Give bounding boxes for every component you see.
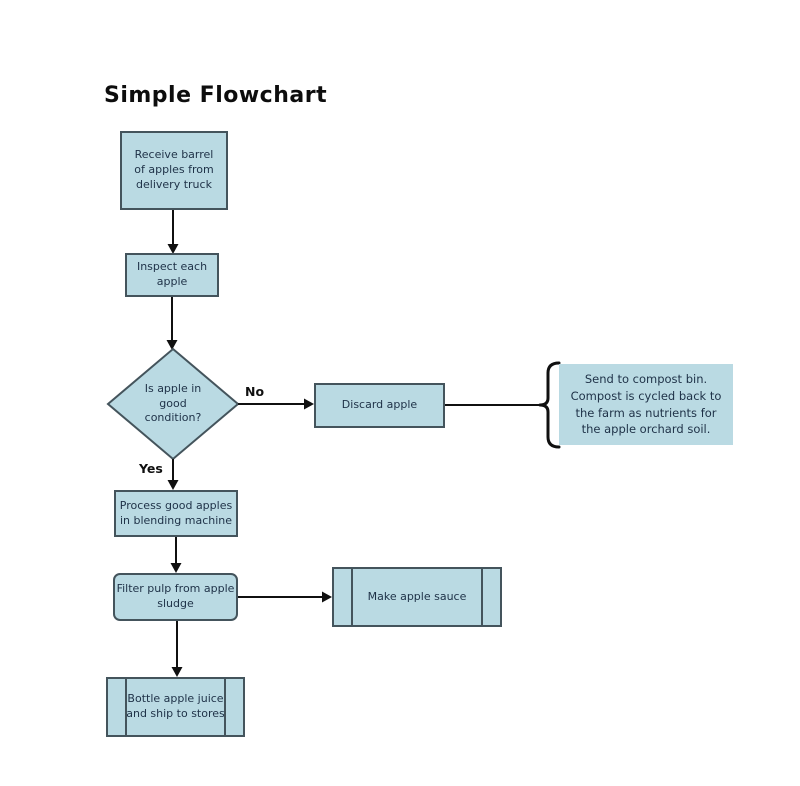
node-label: Receive barrel of apples from delivery t…: [134, 148, 214, 191]
node-make-apple-sauce: Make apple sauce: [332, 567, 502, 627]
node-filter-pulp: Filter pulp from apple sludge: [113, 573, 238, 621]
node-label: Process good apples in blending machine: [119, 498, 233, 527]
node-label: Bottle apple juice and ship to stores: [126, 692, 225, 720]
callout-compost-note: Send to compost bin. Compost is cycled b…: [559, 364, 733, 445]
node-label: Inspect each apple: [136, 260, 208, 288]
node-bottle-juice: Bottle apple juice and ship to stores: [106, 677, 245, 737]
node-label: Make apple sauce: [367, 589, 467, 603]
predefined-bar-left: [125, 679, 127, 735]
node-label: Is apple in good condition?: [144, 381, 202, 425]
node-label: Send to compost bin. Compost is cycled b…: [570, 372, 722, 437]
arrowhead-down-icon: [167, 480, 179, 490]
node-receive-barrel: Receive barrel of apples from delivery t…: [120, 131, 228, 210]
arrowhead-right-icon: [304, 398, 314, 410]
node-label: Filter pulp from apple sludge: [116, 582, 235, 610]
arrowhead-down-icon: [166, 340, 178, 350]
curly-brace-icon: [538, 361, 561, 449]
node-discard-apple: Discard apple: [314, 383, 445, 428]
node-process-apples: Process good apples in blending machine: [114, 490, 238, 537]
page-title: Simple Flowchart: [104, 83, 328, 108]
edge-label-yes: Yes: [139, 461, 163, 476]
predefined-bar-left: [351, 569, 353, 625]
decision-apple-condition: Is apple in good condition?: [113, 369, 233, 439]
arrowhead-right-icon: [322, 591, 332, 603]
edge-label-no: No: [245, 384, 265, 399]
arrowhead-down-icon: [170, 563, 182, 573]
predefined-bar-right: [481, 569, 483, 625]
node-inspect-apple: Inspect each apple: [125, 253, 219, 297]
predefined-bar-right: [224, 679, 226, 735]
arrowhead-down-icon: [171, 667, 183, 677]
node-label: Discard apple: [341, 398, 418, 412]
